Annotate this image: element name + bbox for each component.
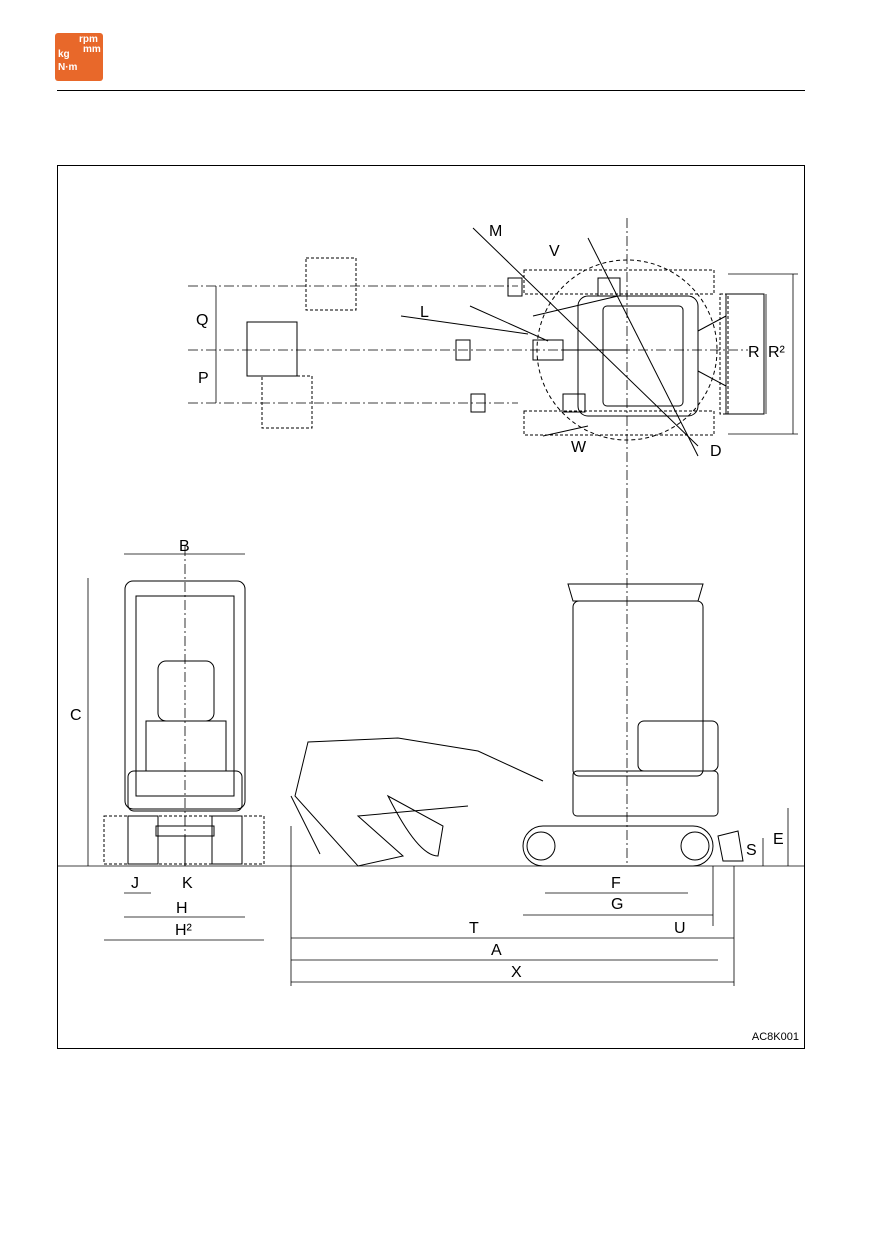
dimension-lines bbox=[58, 554, 804, 986]
spec-logo-icon: rpm mm kg N·m bbox=[55, 33, 103, 81]
label-K: K bbox=[182, 876, 193, 892]
label-X: X bbox=[511, 965, 522, 981]
label-H2: H² bbox=[175, 923, 192, 939]
dimension-figure: M V Q L R R² P W D B C E S J K F H G H² … bbox=[57, 165, 805, 1049]
label-G: G bbox=[611, 897, 623, 913]
label-U: U bbox=[674, 921, 686, 937]
label-T: T bbox=[469, 921, 479, 937]
label-A: A bbox=[491, 943, 502, 959]
label-R: R bbox=[748, 345, 760, 361]
logo-mm: mm bbox=[83, 45, 101, 55]
label-B: B bbox=[179, 539, 190, 555]
label-M: M bbox=[489, 224, 502, 240]
label-D: D bbox=[710, 444, 722, 460]
plan-view-machine bbox=[247, 228, 764, 456]
label-C: C bbox=[70, 708, 82, 724]
dimension-drawing bbox=[58, 166, 804, 1048]
header-divider bbox=[57, 90, 805, 91]
label-R2: R² bbox=[768, 345, 785, 361]
side-view-machine bbox=[291, 584, 743, 866]
label-F: F bbox=[611, 876, 621, 892]
label-J: J bbox=[131, 876, 139, 892]
label-W: W bbox=[571, 440, 586, 456]
center-lines bbox=[185, 218, 748, 866]
logo-kg: kg bbox=[58, 50, 70, 60]
figure-code: AC8K001 bbox=[752, 1029, 799, 1045]
plan-dimension-lines bbox=[216, 274, 798, 434]
logo-nm: N·m bbox=[58, 63, 77, 73]
label-S: S bbox=[746, 843, 757, 859]
front-view-machine bbox=[104, 581, 264, 866]
label-P: P bbox=[198, 371, 209, 387]
label-V: V bbox=[549, 244, 560, 260]
label-E: E bbox=[773, 832, 784, 848]
label-Q: Q bbox=[196, 313, 208, 329]
label-L: L bbox=[420, 305, 429, 321]
label-H: H bbox=[176, 901, 188, 917]
